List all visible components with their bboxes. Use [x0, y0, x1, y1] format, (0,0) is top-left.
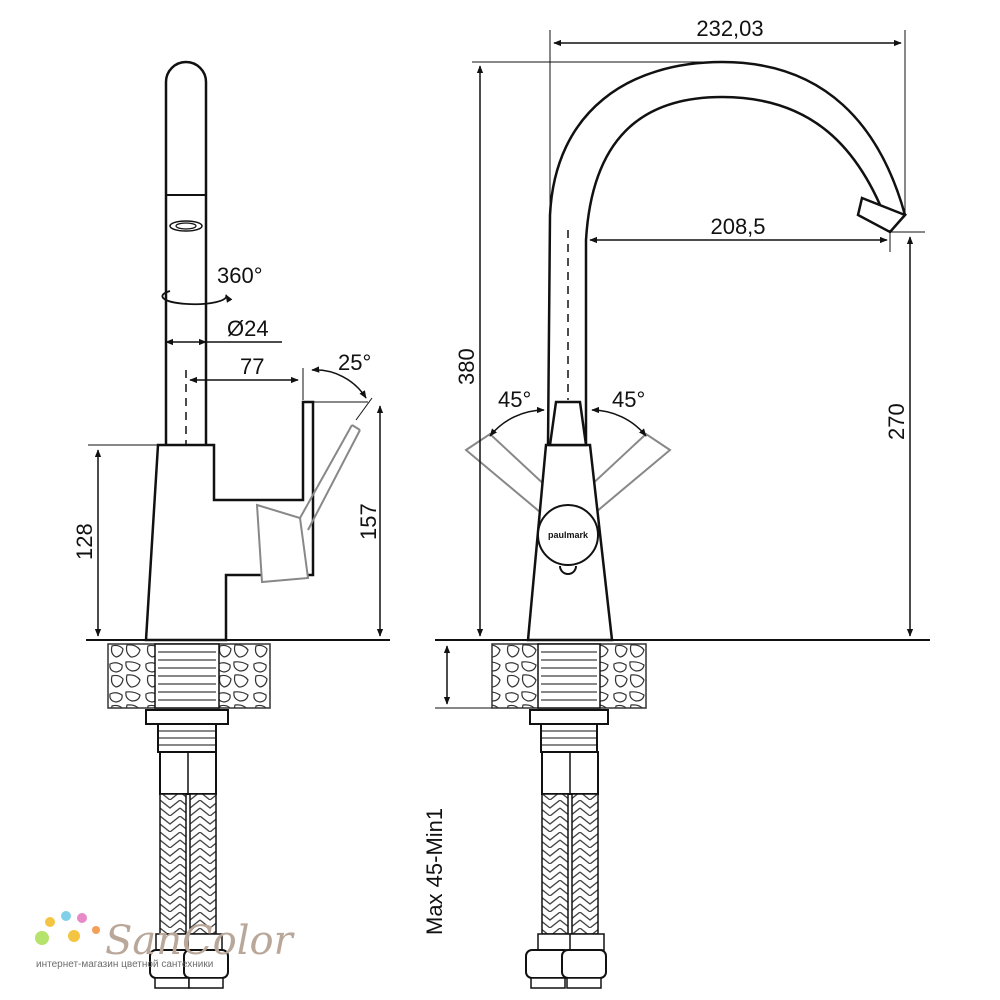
angle-arc-right — [591, 406, 647, 437]
watermark-subtitle: интернет-магазин цветной сантехники — [36, 959, 213, 970]
dim-spout-reach-label: 208,5 — [710, 214, 765, 239]
watermark-dots-icon — [35, 911, 100, 945]
dim-handle-height-label: 157 — [356, 503, 381, 540]
front-view: paulmark 232,03 — [422, 16, 930, 989]
tilt-angle-arc — [311, 366, 367, 399]
front-handle-ghost-right — [586, 432, 672, 514]
side-handle-ghost — [255, 503, 310, 584]
dim-angle-left-label: 45° — [498, 387, 531, 412]
dim-counter-thickness-label: Max 45-Min1 — [422, 808, 447, 935]
sancolor-watermark: SanColor интернет-магазин цветной сантех… — [35, 911, 296, 970]
rotation-arrow — [161, 290, 233, 306]
dim-diameter-label: Ø24 — [227, 316, 269, 341]
front-handle — [548, 400, 588, 447]
front-handle-ghost-left — [464, 432, 550, 514]
dim-handle-tilt-label: 25° — [338, 350, 371, 375]
dim-angle-right-label: 45° — [612, 387, 645, 412]
dim-rotation-label: 360° — [217, 263, 263, 288]
dim-spout-height-label: 270 — [884, 403, 909, 440]
watermark-title: SanColor — [105, 918, 296, 964]
side-spout-tube — [164, 60, 208, 445]
dim-body-height-label: 128 — [72, 523, 97, 560]
dim-spout-width-label: 232,03 — [696, 16, 763, 41]
side-view: 360° Ø24 77 25° 128 157 — [72, 60, 390, 989]
dim-total-height-label: 380 — [454, 348, 479, 385]
front-spout — [546, 60, 907, 446]
dim-handle-offset-label: 77 — [240, 354, 264, 379]
brand-label: paulmark — [548, 530, 589, 540]
aerator-icon — [169, 220, 203, 232]
angle-arc-left — [489, 406, 545, 437]
